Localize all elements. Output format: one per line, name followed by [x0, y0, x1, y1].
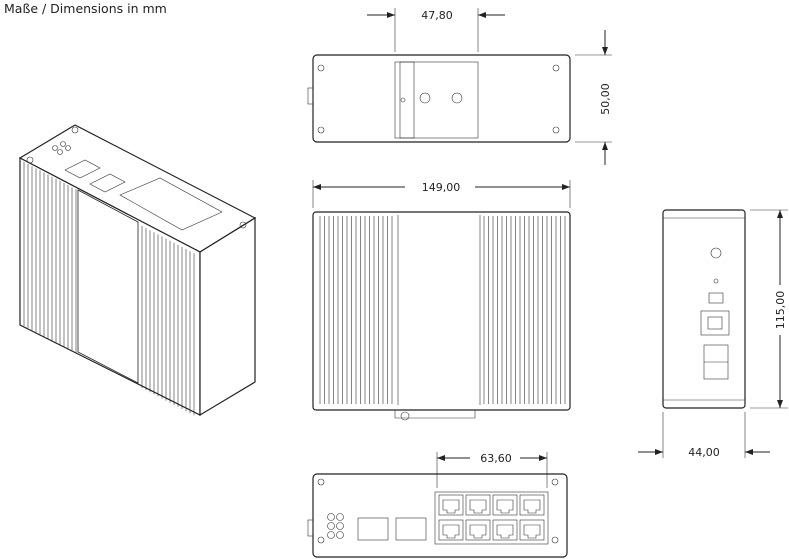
- dimension-width: 149,00: [422, 181, 461, 194]
- rj45-port-frame: [492, 519, 518, 541]
- led-icon: [336, 513, 344, 521]
- console-port-icon: [700, 310, 730, 336]
- rj45-jack-icon: [523, 499, 541, 514]
- rj45-port-frame: [492, 494, 518, 516]
- rj45-port-frame: [465, 494, 491, 516]
- status-leds: [327, 513, 344, 539]
- isometric-rj45-ports: [64, 159, 223, 231]
- rj45-jack-icon: [496, 499, 514, 514]
- dimension-height: 115,00: [774, 291, 787, 330]
- rj45-port-frame: [519, 494, 545, 516]
- rj45-jack-icon: [442, 499, 460, 514]
- rj45-port: [492, 519, 518, 541]
- rj45-port-frame: [438, 519, 464, 541]
- rj45-jack-icon: [496, 524, 514, 539]
- side-view: 115,00 44,00: [638, 209, 788, 459]
- dimension-port-block: 63,60: [480, 452, 512, 465]
- reset-hole-icon: [713, 278, 719, 284]
- screw-icon: [71, 126, 79, 134]
- led-icon: [327, 513, 335, 521]
- isometric-view: [18, 124, 257, 417]
- rj45-jack-icon: [442, 524, 460, 539]
- dimension-depth-top: 50,00: [599, 83, 612, 115]
- screw-icon: [26, 156, 34, 164]
- port-view: 63,60: [307, 452, 568, 558]
- rj45-jack-icon: [469, 499, 487, 514]
- rj45-port-frame: [519, 519, 545, 541]
- power-connector-icon: [710, 247, 722, 259]
- isometric-cooling-fins: [23, 162, 195, 416]
- isometric-leds: [52, 141, 71, 155]
- led-icon: [327, 522, 335, 530]
- rj45-jack-icon: [523, 524, 541, 539]
- front-view: 149,00: [312, 180, 571, 421]
- led-icon: [327, 531, 335, 539]
- screw-icon: [239, 221, 247, 229]
- rj45-port-frame: [465, 519, 491, 541]
- drawing-title: Maße / Dimensions in mm: [4, 1, 167, 16]
- rj45-port-frame: [438, 494, 464, 516]
- rj45-port: [519, 494, 545, 516]
- dimension-rail-width: 47,80: [421, 9, 453, 22]
- screw-icon: [451, 92, 463, 104]
- rj45-port: [438, 519, 464, 541]
- dimension-depth-side: 44,00: [688, 446, 720, 459]
- sfp-slot-2: [395, 517, 427, 541]
- led-icon: [336, 531, 344, 539]
- screw-icon: [419, 92, 431, 104]
- sfp-slot-1: [357, 517, 389, 541]
- rj45-ports: [438, 494, 545, 541]
- front-cooling-fins: [319, 216, 566, 404]
- top-view: 47,80 50,00: [307, 8, 612, 165]
- led-icon: [336, 522, 344, 530]
- dip-switch-icon: [708, 292, 724, 304]
- rj45-port: [519, 519, 545, 541]
- rj45-port: [465, 519, 491, 541]
- rj45-port: [465, 494, 491, 516]
- rj45-jack-icon: [469, 524, 487, 539]
- rj45-port: [438, 494, 464, 516]
- rj45-port: [492, 494, 518, 516]
